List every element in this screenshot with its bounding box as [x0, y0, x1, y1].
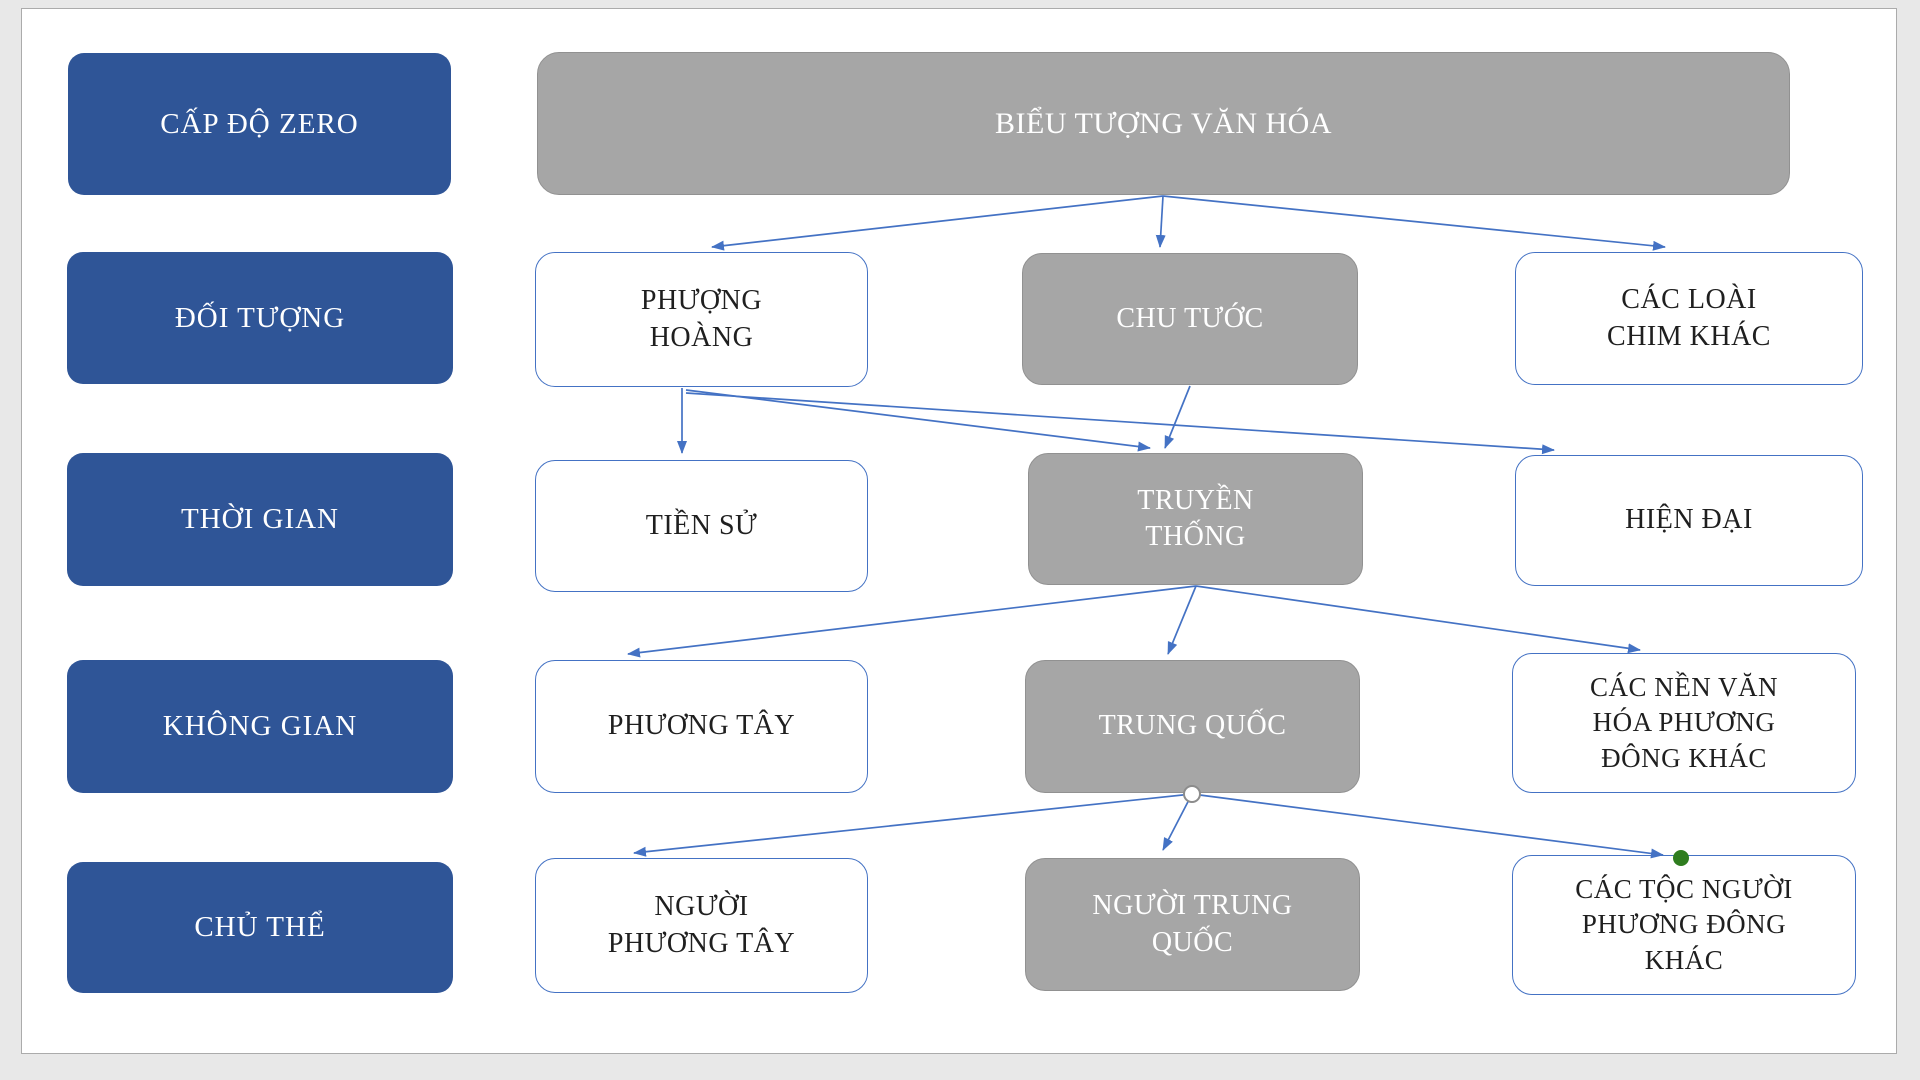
- node-text: CÁC LOÀI CHIM KHÁC: [1607, 284, 1771, 352]
- connector-phuong-hoang--truyen-thong[interactable]: [685, 389, 1151, 452]
- connector-phuong-hoang--hien-dai[interactable]: [685, 392, 1555, 455]
- node-nguoi-phuong-tay[interactable]: NGƯỜI PHƯƠNG TÂY: [535, 858, 868, 993]
- node-cac-nen-van-hoa[interactable]: CÁC NỀN VĂN HÓA PHƯƠNG ĐÔNG KHÁC: [1512, 653, 1856, 793]
- node-text: CHU TƯỚC: [1116, 302, 1264, 334]
- row-label-text: KHÔNG GIAN: [162, 710, 358, 742]
- connector-trung-quoc--cac-toc-nguoi[interactable]: [1191, 793, 1664, 859]
- connector-truyen-thong--cac-nen-van-hoa[interactable]: [1195, 585, 1641, 654]
- row-label-text: CHỦ THỂ: [194, 911, 326, 943]
- row-label-chu-the[interactable]: CHỦ THỂ: [67, 862, 453, 993]
- node-text: TIỀN SỬ: [645, 509, 758, 541]
- node-truyen-thong[interactable]: TRUYỀN THỐNG: [1028, 453, 1363, 585]
- row-label-doi-tuong[interactable]: ĐỐI TƯỢNG: [67, 252, 453, 384]
- connector-chu-tuoc--truyen-thong[interactable]: [1164, 385, 1191, 449]
- node-text: CÁC TỘC NGƯỜI PHƯƠNG ĐÔNG KHÁC: [1575, 874, 1793, 975]
- node-text: NGƯỜI TRUNG QUỐC: [1092, 890, 1293, 958]
- node-text: TRUYỀN THỐNG: [1137, 484, 1254, 552]
- node-cac-toc-nguoi[interactable]: CÁC TỘC NGƯỜI PHƯƠNG ĐÔNG KHÁC: [1512, 855, 1856, 995]
- node-text: PHƯỢNG HOÀNG: [640, 285, 763, 353]
- connector-bieu-tuong-van-hoa--phuong-hoang[interactable]: [711, 195, 1164, 251]
- node-bieu-tuong-van-hoa[interactable]: BIỂU TƯỢNG VĂN HÓA: [537, 52, 1790, 195]
- row-label-khong-gian[interactable]: KHÔNG GIAN: [67, 660, 453, 793]
- row-label-cap-do-zero[interactable]: CẤP ĐỘ ZERO: [68, 53, 451, 195]
- connector-truyen-thong--trung-quoc[interactable]: [1167, 585, 1197, 655]
- node-chu-tuoc[interactable]: CHU TƯỚC: [1022, 253, 1358, 385]
- node-text: BIỂU TƯỢNG VĂN HÓA: [995, 107, 1332, 140]
- node-tien-su[interactable]: TIỀN SỬ: [535, 460, 868, 592]
- node-text: TRUNG QUỐC: [1098, 710, 1287, 742]
- row-label-thoi-gian[interactable]: THỜI GIAN: [67, 453, 453, 586]
- node-nguoi-trung-quoc[interactable]: NGƯỜI TRUNG QUỐC: [1025, 858, 1360, 991]
- node-hien-dai[interactable]: HIỆN ĐẠI: [1515, 455, 1863, 586]
- node-text: NGƯỜI PHƯƠNG TÂY: [607, 891, 796, 959]
- node-phuong-hoang[interactable]: PHƯỢNG HOÀNG: [535, 252, 868, 387]
- node-text: CÁC NỀN VĂN HÓA PHƯƠNG ĐÔNG KHÁC: [1589, 672, 1778, 773]
- connector-bieu-tuong-van-hoa--chu-tuoc[interactable]: [1155, 195, 1166, 248]
- connector-trung-quoc--nguoi-phuong-tay[interactable]: [633, 793, 1193, 857]
- node-phuong-tay[interactable]: PHƯƠNG TÂY: [535, 660, 868, 793]
- row-label-text: THỜI GIAN: [181, 503, 339, 535]
- connector-truyen-thong--phuong-tay[interactable]: [627, 585, 1197, 658]
- node-trung-quoc[interactable]: TRUNG QUỐC: [1025, 660, 1360, 793]
- connector-trung-quoc--nguoi-trung-quoc[interactable]: [1162, 793, 1193, 851]
- node-cac-loai-chim-khac[interactable]: CÁC LOÀI CHIM KHÁC: [1515, 252, 1863, 385]
- node-text: PHƯƠNG TÂY: [607, 710, 796, 742]
- row-label-text: CẤP ĐỘ ZERO: [160, 107, 359, 140]
- node-text: HIỆN ĐẠI: [1625, 504, 1753, 536]
- row-label-text: ĐỐI TƯỢNG: [174, 301, 346, 334]
- connector-bieu-tuong-van-hoa--cac-loai-chim-khac[interactable]: [1162, 195, 1666, 251]
